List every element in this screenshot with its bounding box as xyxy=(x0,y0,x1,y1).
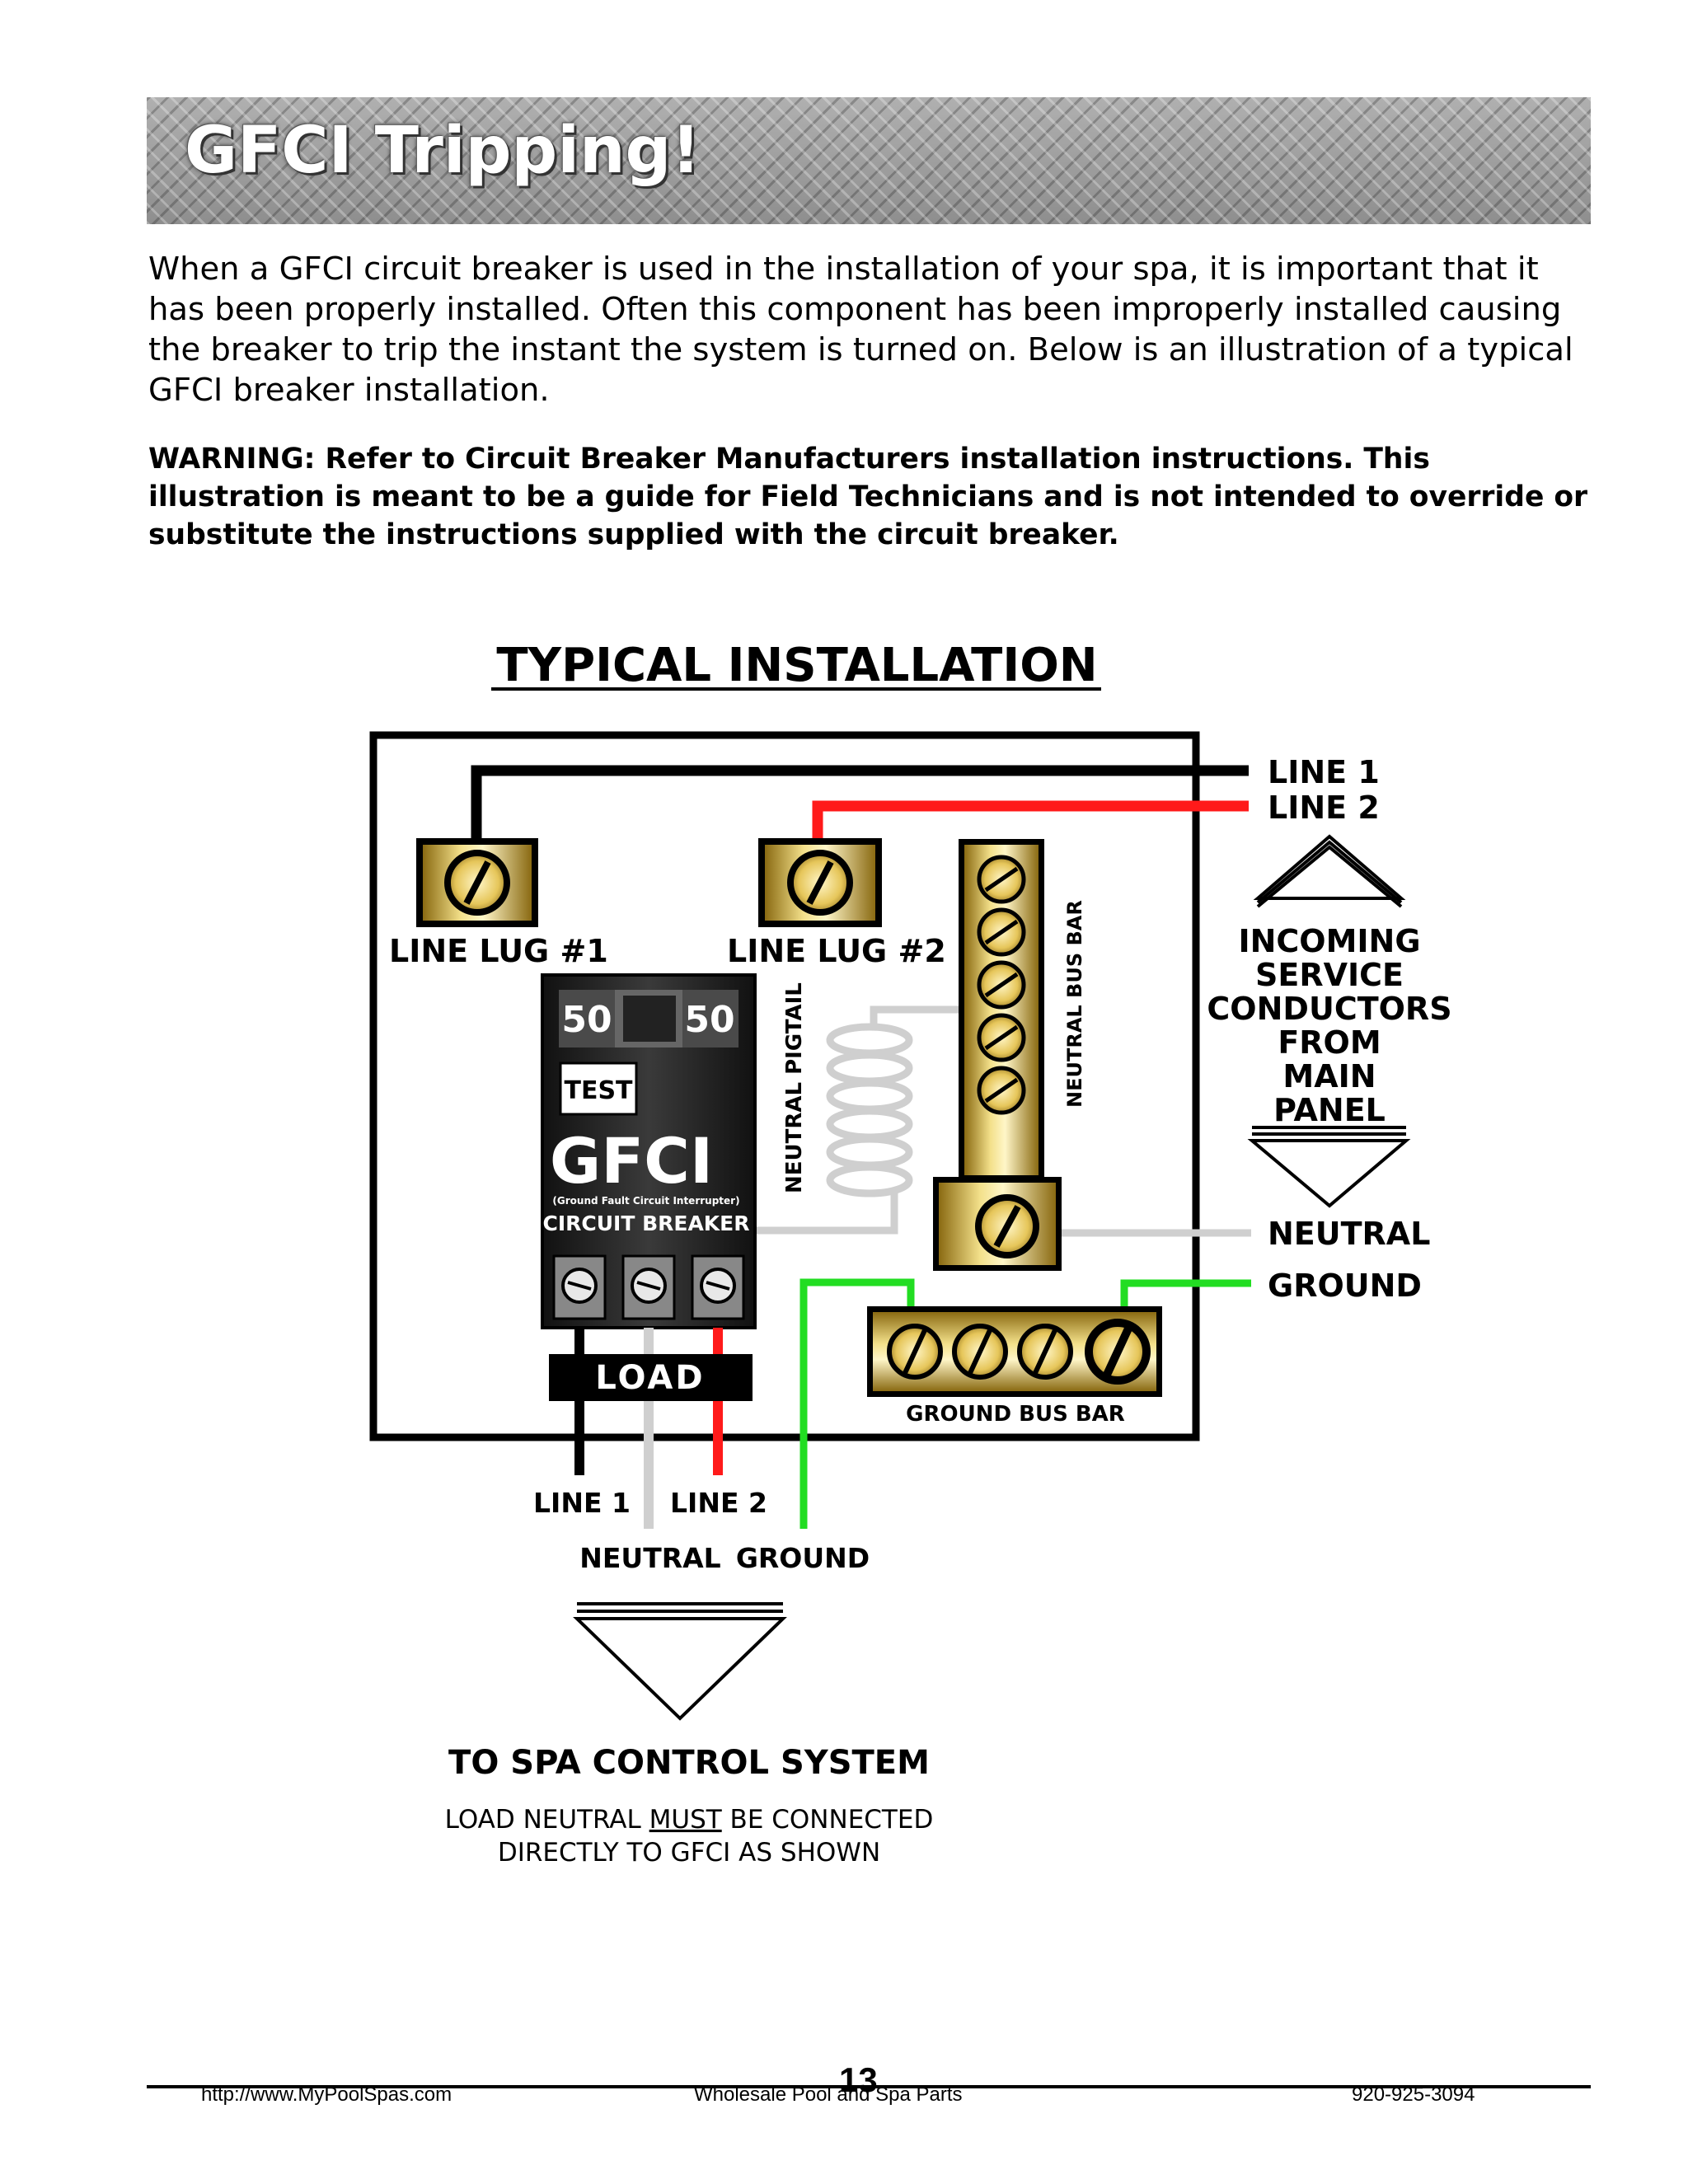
svg-text:MAIN: MAIN xyxy=(1282,1058,1376,1094)
load-neutral-note-line1: LOAD NEUTRAL MUST BE CONNECTED xyxy=(445,1805,934,1835)
svg-text:CONDUCTORS: CONDUCTORS xyxy=(1207,991,1451,1027)
to-spa-down-arrow-icon xyxy=(573,1602,787,1721)
title-banner xyxy=(147,97,1591,224)
neutral-pigtail-coil xyxy=(750,1005,960,1235)
incoming-up-arrow-icon xyxy=(1253,834,1406,908)
destination-label: TO SPA CONTROL SYSTEM xyxy=(448,1744,930,1782)
page-number: 13 xyxy=(839,2060,878,2099)
incoming-line1-label: LINE 1 xyxy=(1268,754,1380,790)
out-line1-label: LINE 1 xyxy=(533,1487,631,1519)
out-neutral-label: NEUTRAL xyxy=(579,1542,720,1574)
footer-url: http://www.MyPoolSpas.com xyxy=(201,2083,452,2106)
breaker-type: CIRCUIT BREAKER xyxy=(542,1212,749,1235)
svg-text:PANEL: PANEL xyxy=(1273,1092,1386,1128)
line1-service-wire xyxy=(471,765,1249,841)
out-ground-label: GROUND xyxy=(736,1542,870,1574)
footer-company: Wholesale Pool and Spa Parts xyxy=(694,2083,963,2106)
gfci-breaker xyxy=(541,973,757,1329)
svg-text:FROM: FROM xyxy=(1278,1024,1381,1061)
incoming-line2-label: LINE 2 xyxy=(1268,790,1380,826)
intro-paragraph: When a GFCI circuit breaker is used in t… xyxy=(148,251,1573,409)
line2-service-wire xyxy=(812,800,1249,841)
warning-paragraph: WARNING: Refer to Circuit Breaker Manufa… xyxy=(148,443,1588,551)
ground-bus-bar-label: GROUND BUS BAR xyxy=(906,1402,1125,1427)
svg-text:SERVICE: SERVICE xyxy=(1255,957,1404,993)
diagram-title: TYPICAL INSTALLATION xyxy=(496,639,1097,692)
load-neutral-note-line2: DIRECTLY TO GFCI AS SHOWN xyxy=(498,1838,880,1868)
out-line2-label: LINE 2 xyxy=(670,1487,767,1519)
line-lug-1 xyxy=(416,838,538,927)
line-lug-1-label: LINE LUG #1 xyxy=(389,933,608,969)
breaker-name: GFCI xyxy=(550,1124,713,1197)
line-lug-2-label: LINE LUG #2 xyxy=(727,933,946,969)
ground-label: GROUND xyxy=(1268,1268,1422,1304)
line-lug-2 xyxy=(758,838,882,927)
page-title: GFCI Tripping! xyxy=(185,114,701,188)
incoming-label-stack: INCOMING SERVICE CONDUCTORS FROM MAIN PA… xyxy=(1207,923,1451,1128)
load-label-box xyxy=(549,1354,753,1401)
svg-text:INCOMING: INCOMING xyxy=(1238,923,1420,959)
breaker-subtitle: (Ground Fault Circuit Interrupter) xyxy=(552,1195,739,1207)
neutral-bus-bar xyxy=(933,839,1062,1271)
footer-phone: 920-925-3094 xyxy=(1352,2083,1475,2106)
load-label: LOAD xyxy=(595,1359,705,1397)
breaker-test-label: TEST xyxy=(564,1076,633,1105)
breaker-rating-left: 50 xyxy=(561,999,612,1041)
footer-rule xyxy=(147,2085,1591,2088)
incoming-down-arrow-icon xyxy=(1247,1126,1411,1208)
must-emphasis: MUST xyxy=(649,1805,723,1835)
neutral-pigtail-label: NEUTRAL PIGTAIL xyxy=(782,982,807,1193)
ground-load-wire xyxy=(799,1278,915,1529)
panel-enclosure xyxy=(369,731,1200,1441)
neutral-bus-bar-label: NEUTRAL BUS BAR xyxy=(1063,900,1086,1108)
ground-bus-bar xyxy=(867,1306,1162,1397)
ground-service-wire xyxy=(1120,1279,1251,1315)
neutral-label: NEUTRAL xyxy=(1268,1216,1430,1252)
breaker-rating-right: 50 xyxy=(684,999,734,1041)
